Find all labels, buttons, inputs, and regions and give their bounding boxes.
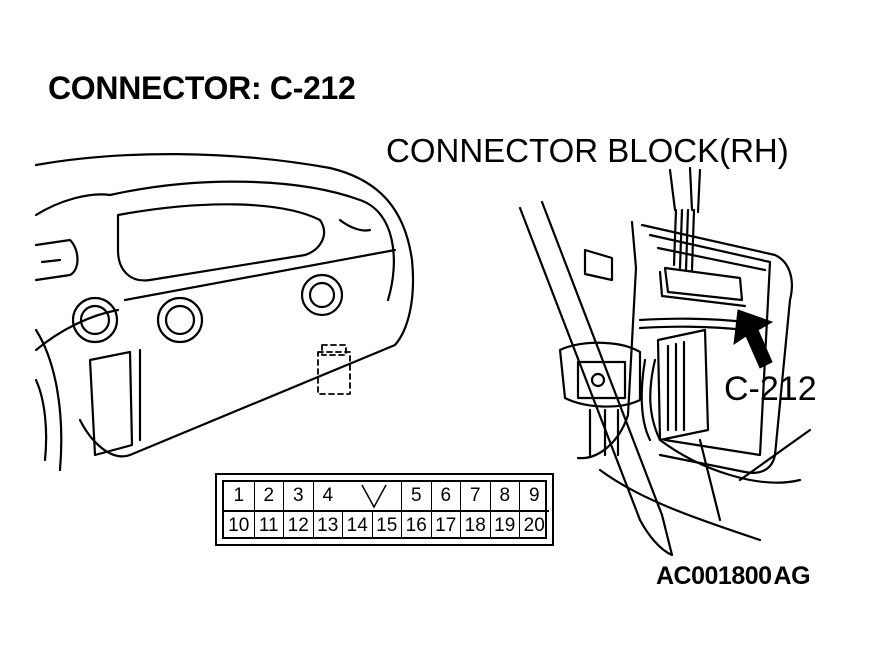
pin-8: 8 [489, 482, 520, 510]
connector-pin-grid: 1 2 3 4 5 6 7 8 9 10 11 12 13 14 15 16 1… [222, 480, 549, 539]
pin-12: 12 [283, 509, 313, 537]
figure-number: AC001800 [656, 562, 772, 590]
connector-block-label: CONNECTOR BLOCK(RH) [386, 132, 789, 169]
dashboard-outline [34, 153, 415, 458]
figure-id: AC001800AG [656, 562, 811, 591]
pin-1: 1 [233, 485, 245, 506]
pin-14: 14 [342, 509, 372, 537]
pin-17: 17 [430, 509, 460, 537]
steering-column [34, 328, 134, 472]
pin-10: 10 [224, 509, 254, 538]
hidden-connector-location [317, 344, 351, 395]
pin-4: 4 [312, 482, 343, 510]
pin-5: 5 [401, 482, 431, 510]
center-vent-icon [156, 296, 204, 344]
pin-13: 13 [312, 509, 342, 537]
pin-15: 15 [371, 509, 401, 537]
connector-pin-face: 1 2 3 4 5 6 7 8 9 10 11 12 13 14 15 16 1… [215, 473, 554, 546]
pin-18: 18 [460, 509, 490, 537]
pin-20: 20 [519, 509, 549, 537]
pin-19: 19 [489, 509, 519, 537]
pin-7: 7 [460, 482, 490, 510]
pin-6: 6 [430, 482, 461, 510]
pin-11: 11 [253, 509, 283, 537]
pin-16: 16 [401, 509, 431, 537]
diagram-title: CONNECTOR: C-212 [48, 70, 356, 106]
pin-9: 9 [519, 482, 549, 510]
right-vent-icon [300, 273, 344, 317]
wiring-harness [518, 166, 747, 557]
left-vent-icon [71, 296, 119, 344]
connector-block-outline [558, 220, 812, 542]
pin-2: 2 [253, 482, 284, 510]
pointer-arrow-icon [733, 309, 774, 369]
figure-suffix: AG [773, 562, 811, 590]
pin-3: 3 [283, 482, 313, 510]
connector-key-notch [361, 484, 387, 509]
connector-callout-label: C-212 [724, 370, 817, 408]
